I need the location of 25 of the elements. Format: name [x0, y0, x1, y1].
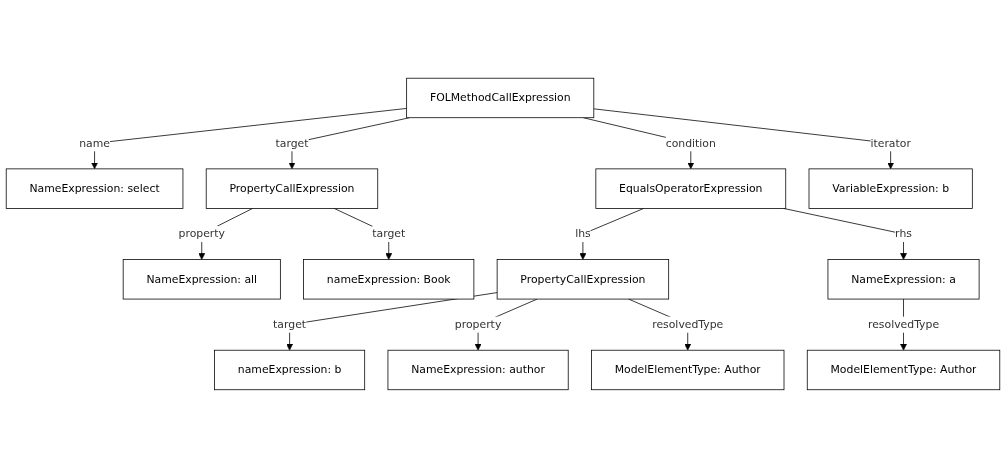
- edge-label: target: [275, 136, 309, 150]
- node-box: nameExpression: Book: [303, 259, 475, 300]
- node-box: ModelElementType: Author: [591, 349, 785, 391]
- node-box: PropertyCallExpression: [205, 168, 379, 209]
- node-box: EqualsOperatorExpression: [595, 168, 787, 209]
- edge-label: name: [79, 136, 110, 150]
- node-box: NameExpression: a: [827, 259, 980, 300]
- edge-label: target: [372, 227, 406, 240]
- edge-label: condition: [665, 136, 716, 150]
- node-box: ModelElementType: Author: [806, 349, 1001, 391]
- node-box: nameExpression: b: [214, 349, 366, 391]
- node-box: NameExpression: select: [5, 168, 184, 209]
- edge-label: rhs: [895, 227, 912, 240]
- node-box: NameExpression: all: [122, 259, 281, 300]
- edge-label: iterator: [870, 136, 911, 150]
- edge-label: property: [178, 227, 225, 240]
- edge-label: resolvedType: [652, 318, 724, 331]
- edge-label: resolvedType: [867, 318, 940, 331]
- edge-label: property: [454, 318, 502, 331]
- node-box: NameExpression: author: [387, 349, 569, 391]
- edge-label: lhs: [575, 227, 591, 240]
- node-box: PropertyCallExpression: [496, 259, 670, 300]
- node-box: FOLMethodCallExpression: [406, 77, 595, 119]
- edge-label: target: [273, 318, 307, 331]
- node-box: VariableExpression: b: [808, 168, 973, 209]
